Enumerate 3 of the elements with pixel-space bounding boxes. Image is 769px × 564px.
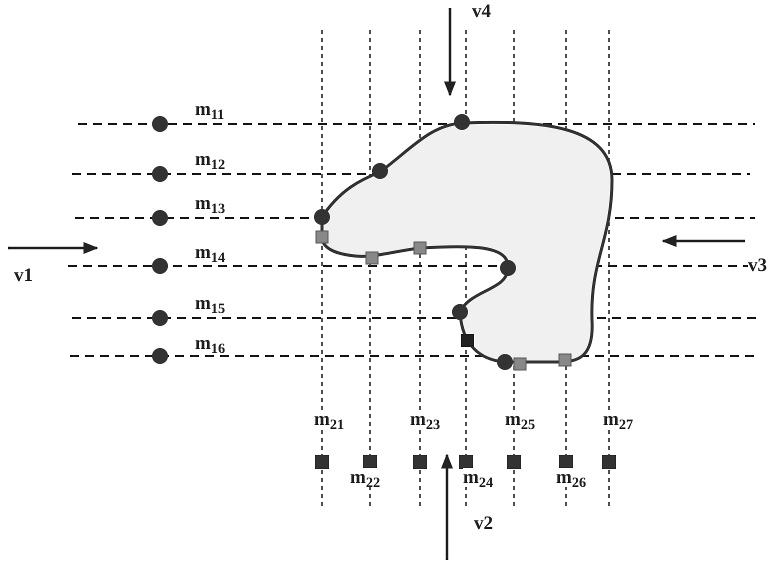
marker-label: m$_{24}$ [463, 468, 494, 487]
marker-label: m$_{26}$ [556, 468, 586, 487]
marker-label: m$_{22}$ [350, 468, 380, 487]
